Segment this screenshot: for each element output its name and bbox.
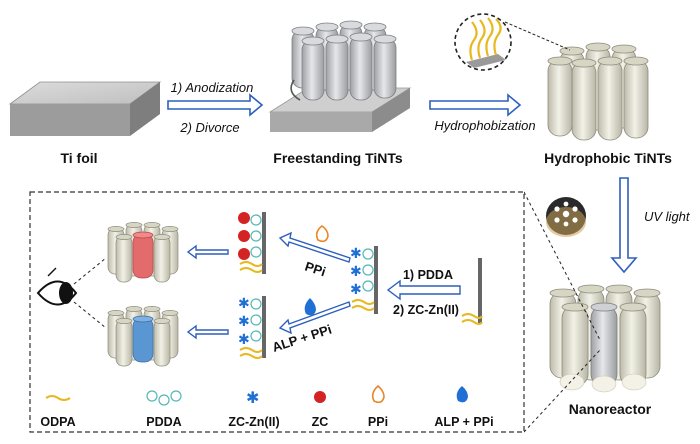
hydrophobization-label: Hydrophobization (434, 118, 535, 133)
alp-drop-icon (304, 298, 316, 316)
hydrophobic-tints-icon (454, 13, 649, 141)
photomask-icon (546, 197, 586, 237)
blue-nanoreactor-array (107, 306, 179, 367)
nanoreactor-label: Nanoreactor (569, 401, 652, 417)
legend-label: PDDA (146, 415, 181, 429)
legend-label: PPi (368, 415, 388, 429)
svg-text:✱: ✱ (238, 332, 250, 348)
intermediate-surface: ✱ ✱ ✱ (350, 246, 378, 314)
eye-line-top (73, 257, 107, 285)
legend-zczn-icon: ✱ (246, 388, 259, 407)
legend-label: ZC-Zn(II) (228, 415, 279, 429)
eye-icon (36, 267, 78, 306)
zoom-line-top (523, 191, 601, 341)
odpa-surface (461, 258, 483, 325)
arrow-to-blue-array (186, 324, 229, 340)
legend: ✱ ODPA PDDA ZC-Zn(II) ZC PPi ALP + PPi (40, 384, 494, 429)
freestanding-tints-label: Freestanding TiNTs (273, 150, 403, 166)
legend-zc-icon (314, 391, 326, 403)
svg-text:✱: ✱ (350, 264, 362, 280)
legend-label: ZC (312, 415, 329, 429)
legend-ppi-icon (371, 384, 385, 404)
hydrophobization-arrow (429, 93, 522, 117)
ti-foil-icon (8, 81, 162, 136)
uv-light-label: UV light (644, 209, 691, 224)
ppi-drop-icon (315, 225, 329, 243)
anodization-step: 1) Anodization (171, 80, 254, 95)
hydrophobic-tints-label: Hydrophobic TiNTs (544, 150, 672, 166)
red-nanoreactor-array (107, 222, 179, 283)
svg-text:✱: ✱ (238, 314, 250, 330)
legend-alp-icon (456, 386, 468, 403)
alp-ppi-arrow (278, 301, 351, 335)
ppi-arrow (278, 231, 351, 263)
freestanding-tints-icon (268, 20, 412, 132)
svg-text:✱: ✱ (350, 282, 362, 298)
uv-arrow (610, 177, 638, 274)
legend-label: ODPA (40, 415, 75, 429)
nanoreactor-icon (549, 284, 661, 393)
legend-odpa-icon (45, 395, 71, 401)
anodization-arrow (167, 93, 264, 117)
zc-zn-step-2: 2) ZC-Zn(II) (393, 303, 459, 317)
svg-text:✱: ✱ (238, 296, 250, 312)
svg-text:✱: ✱ (350, 246, 362, 262)
legend-pdda-icon (146, 390, 182, 406)
eye-line-bottom (73, 301, 107, 329)
divorce-step: 2) Divorce (179, 120, 239, 135)
legend-label: ALP + PPi (434, 415, 493, 429)
blue-zczn-surface: ✱ ✱ ✱ (238, 296, 266, 359)
ti-foil-label: Ti foil (60, 150, 97, 166)
arrow-to-red-array (186, 244, 229, 260)
pdda-step-arrow (386, 279, 461, 301)
red-zc-surface (238, 212, 266, 274)
ppi-arrow-label: PPi (303, 259, 328, 280)
pdda-step-1: 1) PDDA (403, 268, 453, 282)
zoom-line-bottom (523, 349, 601, 433)
